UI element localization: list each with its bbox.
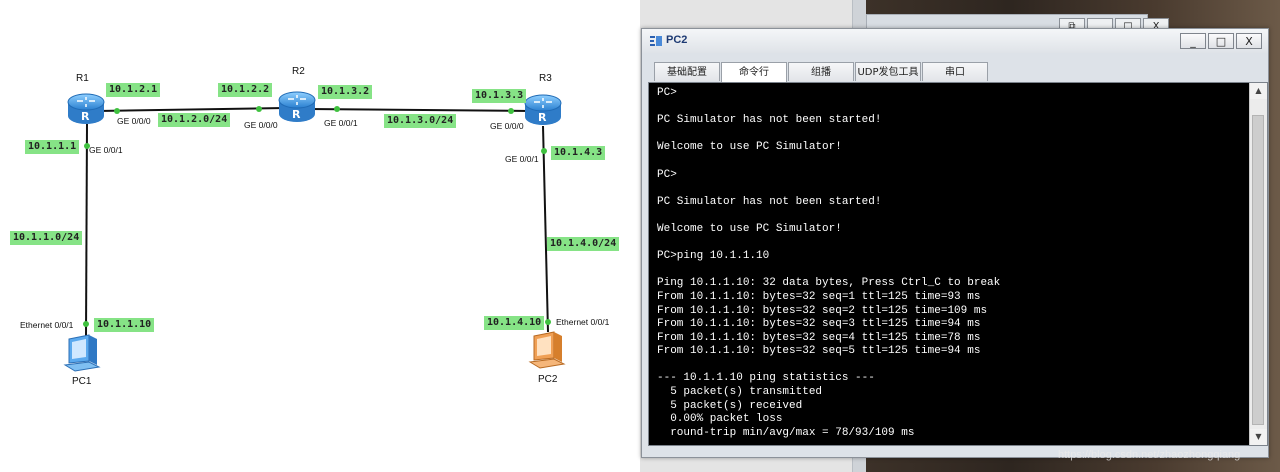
- ip-label[interactable]: 10.1.3.3: [472, 89, 527, 103]
- pc-blue-icon: [63, 334, 101, 372]
- port-label: Ethernet 0/0/1: [556, 317, 610, 327]
- router-r1[interactable]: R: [64, 92, 108, 126]
- pc2-console-window[interactable]: PC2 _ □ X 基础配置 命令行 组播 UDP发包工具 串口 PC> PC …: [641, 28, 1269, 458]
- terminal-output[interactable]: PC> PC Simulator has not been started! W…: [649, 83, 1249, 445]
- ip-label[interactable]: 10.1.3.2: [318, 85, 373, 99]
- router-icon: R: [278, 91, 316, 122]
- device-name-r1: R1: [76, 73, 89, 84]
- watermark: https://blog.csdn.net/zhaozhongqiang: [1058, 449, 1241, 461]
- port-label: GE 0/0/0: [117, 116, 151, 126]
- tab-basic-config[interactable]: 基础配置: [654, 62, 720, 81]
- router-r2[interactable]: R: [275, 90, 319, 124]
- pc-orange-icon: [528, 331, 566, 369]
- tab-serial[interactable]: 串口: [922, 62, 988, 81]
- port-dot: [256, 106, 262, 112]
- tab-command-line[interactable]: 命令行: [721, 62, 787, 82]
- ip-label[interactable]: 10.1.1.1: [25, 140, 80, 154]
- maximize-button[interactable]: □: [1208, 33, 1234, 49]
- ensp-app-icon: [650, 36, 662, 46]
- vertical-scrollbar[interactable]: ▲ ▼: [1249, 83, 1267, 445]
- svg-text:R: R: [292, 108, 301, 121]
- port-label: Ethernet 0/0/1: [20, 320, 74, 330]
- terminal-text: PC> PC Simulator has not been started! W…: [657, 87, 1001, 439]
- link-r2-r3[interactable]: [307, 108, 531, 112]
- port-dot: [84, 143, 90, 149]
- close-button[interactable]: X: [1236, 33, 1262, 49]
- device-name-pc1: PC1: [72, 376, 92, 387]
- ip-label[interactable]: 10.1.2.1: [106, 83, 161, 97]
- device-name-r3: R3: [539, 73, 552, 84]
- topology-canvas[interactable]: R R R R1: [0, 0, 640, 472]
- port-label: GE 0/0/1: [89, 145, 123, 155]
- router-icon: R: [67, 93, 105, 124]
- pc-pc2[interactable]: [528, 330, 568, 370]
- port-dot: [508, 108, 514, 114]
- tab-multicast[interactable]: 组播: [788, 62, 854, 81]
- port-dot: [334, 106, 340, 112]
- scroll-down-arrow-icon[interactable]: ▼: [1250, 429, 1267, 445]
- scrollbar-thumb[interactable]: [1252, 115, 1264, 425]
- svg-text:R: R: [81, 110, 90, 123]
- device-name-pc2: PC2: [538, 374, 558, 385]
- minimize-button[interactable]: _: [1180, 33, 1206, 49]
- port-label: GE 0/0/0: [490, 121, 524, 131]
- port-dot: [114, 108, 120, 114]
- window-titlebar[interactable]: PC2 _ □ X: [642, 29, 1268, 53]
- network-label[interactable]: 10.1.4.0/24: [547, 237, 620, 251]
- port-dot: [545, 319, 551, 325]
- ip-label[interactable]: 10.1.2.2: [218, 83, 273, 97]
- ip-label[interactable]: 10.1.4.3: [551, 146, 606, 160]
- network-label[interactable]: 10.1.2.0/24: [158, 113, 231, 127]
- svg-text:R: R: [538, 111, 547, 124]
- tab-udp-tool[interactable]: UDP发包工具: [855, 62, 921, 81]
- network-label[interactable]: 10.1.3.0/24: [384, 114, 457, 128]
- router-r3[interactable]: R: [521, 93, 565, 127]
- link-r1-r2[interactable]: [97, 107, 286, 112]
- ip-label[interactable]: 10.1.1.10: [94, 318, 155, 332]
- network-label[interactable]: 10.1.1.0/24: [10, 231, 83, 245]
- router-icon: R: [524, 94, 562, 125]
- port-label: GE 0/0/1: [505, 154, 539, 164]
- link-r1-pc1[interactable]: [85, 123, 88, 337]
- link-r3-pc2[interactable]: [542, 125, 549, 333]
- pc-pc1[interactable]: [63, 333, 103, 373]
- port-dot: [83, 321, 89, 327]
- window-title: PC2: [666, 34, 688, 46]
- device-name-r2: R2: [292, 66, 305, 77]
- scroll-up-arrow-icon[interactable]: ▲: [1250, 83, 1267, 99]
- port-label: GE 0/0/0: [244, 120, 278, 130]
- port-dot: [541, 148, 547, 154]
- terminal-frame: PC> PC Simulator has not been started! W…: [648, 82, 1268, 446]
- topology-links: [83, 106, 551, 337]
- ip-label[interactable]: 10.1.4.10: [484, 316, 545, 330]
- port-label: GE 0/0/1: [324, 118, 358, 128]
